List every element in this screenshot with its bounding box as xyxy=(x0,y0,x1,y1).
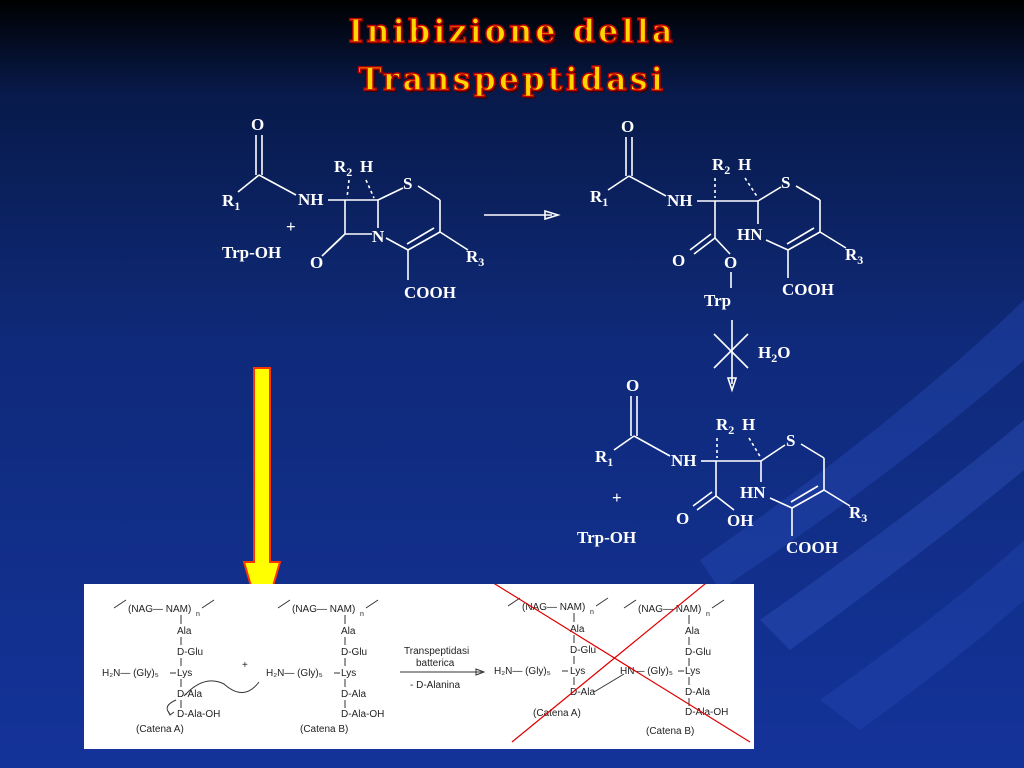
product-a-residue-2: Lys xyxy=(570,666,585,677)
product-r2: R2 xyxy=(716,415,734,437)
intermediate-s: S xyxy=(781,173,790,192)
byproduct-label: - D-Alanina xyxy=(410,680,460,691)
intermediate-trp: Trp xyxy=(704,291,731,310)
water-label: H2O xyxy=(758,343,790,365)
chain-a-label: (Catena A) xyxy=(136,724,184,735)
red-cross-out xyxy=(481,569,751,743)
chain-a-reactant: (NAG— NAM) n Ala D-Glu H₂N— (Gly)₅ Lys D… xyxy=(102,599,220,735)
chain-a-residue-0: Ala xyxy=(177,626,192,637)
chain-b-product: (NAG— NAM) n Ala D-Glu HN— (Gly)₅ Lys D-… xyxy=(620,599,728,737)
product-a-residue-1: D-Glu xyxy=(570,645,596,656)
transpeptidase-arrow: Transpeptidasi batterica - D-Alanina xyxy=(400,646,486,691)
product-r3: R3 xyxy=(849,503,867,525)
attack-curve xyxy=(183,680,260,697)
product-h: H xyxy=(742,415,755,434)
product-cooh: COOH xyxy=(786,538,838,557)
reactant-trp-oh: Trp-OH xyxy=(222,243,281,262)
intermediate-structure: O R1 NH R2 H S HN R3 COOH O O Trp xyxy=(590,117,863,310)
intermediate-hn: HN xyxy=(737,225,763,244)
reactant-n: N xyxy=(372,227,385,246)
chain-a-product: (NAG— NAM) n Ala D-Glu H₂N— (Gly)₅ Lys D… xyxy=(494,597,625,719)
reactant-s: S xyxy=(403,174,412,193)
product-b-residue-3: D-Ala xyxy=(685,687,710,698)
chain-b-residue-2: Lys xyxy=(341,668,356,679)
chain-b-residue-3: D-Ala xyxy=(341,689,366,700)
reactant-cooh: COOH xyxy=(404,283,456,302)
svg-text:n: n xyxy=(590,609,594,616)
intermediate-ester-o1: O xyxy=(672,251,685,270)
product-plus: + xyxy=(612,488,622,507)
intermediate-carbonyl-o: O xyxy=(621,117,634,136)
reactant-r3: R3 xyxy=(466,247,484,269)
product-b-residue-4: D-Ala-OH xyxy=(685,707,728,718)
chain-b-reactant: (NAG— NAM) n Ala D-Glu H₂N— (Gly)₅ Lys D… xyxy=(266,599,384,735)
product-r1: R1 xyxy=(595,447,613,469)
chain-a-residue-4: D-Ala-OH xyxy=(177,709,220,720)
product-b-residue-0: Ala xyxy=(685,626,700,637)
product-a-label: (Catena A) xyxy=(533,708,581,719)
product-a-amine: H₂N— (Gly)₅ xyxy=(494,666,551,677)
chain-a-residue-3: D-Ala xyxy=(177,689,202,700)
product-b-glycan: (NAG— NAM) xyxy=(638,604,701,615)
product-a-residue-0: Ala xyxy=(570,624,585,635)
intermediate-h: H xyxy=(738,155,751,174)
reactant-h: H xyxy=(360,157,373,176)
product-structure: O R1 NH R2 H S HN R3 COOH O OH + Trp-OH xyxy=(577,376,867,557)
reactant-r2: R2 xyxy=(334,157,352,179)
product-s: S xyxy=(786,431,795,450)
product-b-label: (Catena B) xyxy=(646,726,694,737)
chain-a-glycan: (NAG— NAM) xyxy=(128,604,191,615)
intermediate-ester-o2: O xyxy=(724,253,737,272)
slide-title-line2: Transpeptidasi xyxy=(357,59,666,99)
product-carbonyl-o: O xyxy=(626,376,639,395)
chain-b-residue-1: D-Glu xyxy=(341,647,367,658)
reactant-lactam-o: O xyxy=(310,253,323,272)
reactant-nh: NH xyxy=(298,190,324,209)
reactant-carbonyl-o: O xyxy=(251,115,264,134)
product-hn: HN xyxy=(740,483,766,502)
chain-a-residue-2: Lys xyxy=(177,668,192,679)
product-b-residue-1: D-Glu xyxy=(685,647,711,658)
chain-b-residue-4: D-Ala-OH xyxy=(341,709,384,720)
product-nh: NH xyxy=(671,451,697,470)
chain-b-amine: H₂N— (Gly)₅ xyxy=(266,668,323,679)
product-a-residue-3: D-Ala xyxy=(570,687,595,698)
intermediate-cooh: COOH xyxy=(782,280,834,299)
intermediate-r3: R3 xyxy=(845,245,863,267)
chain-a-amine: H₂N— (Gly)₅ xyxy=(102,668,159,679)
reactant-structure: O R1 NH R2 H O N S R3 COOH + Trp-OH xyxy=(222,115,484,302)
svg-text:n: n xyxy=(196,611,200,618)
peptidoglycan-crosslink-panel: (NAG— NAM) n Ala D-Glu H₂N— (Gly)₅ Lys D… xyxy=(84,569,754,749)
product-a-glycan: (NAG— NAM) xyxy=(522,602,585,613)
forward-arrow xyxy=(484,209,561,221)
chain-b-residue-0: Ala xyxy=(341,626,356,637)
svg-text:n: n xyxy=(706,611,710,618)
product-b-residue-2: Lys xyxy=(685,666,700,677)
product-trp-oh: Trp-OH xyxy=(577,528,636,547)
intermediate-r1: R1 xyxy=(590,187,608,209)
slide-title-line1: Inibizione della xyxy=(348,11,676,51)
reactant-r1: R1 xyxy=(222,191,240,213)
chain-b-label: (Catena B) xyxy=(300,724,348,735)
enzyme-label-2: batterica xyxy=(416,658,455,669)
intermediate-r2: R2 xyxy=(712,155,730,177)
chain-a-residue-1: D-Glu xyxy=(177,647,203,658)
svg-text:n: n xyxy=(360,611,364,618)
product-acid-o: O xyxy=(676,509,689,528)
reactant-plus: + xyxy=(286,217,296,236)
intermediate-nh: NH xyxy=(667,191,693,210)
blocked-hydrolysis-arrow: H2O xyxy=(713,320,790,393)
enzyme-label-1: Transpeptidasi xyxy=(404,646,469,657)
chain-b-glycan: (NAG— NAM) xyxy=(292,604,355,615)
product-b-link: HN— (Gly)₅ xyxy=(620,666,673,677)
product-acid-oh: OH xyxy=(727,511,753,530)
plus-sign: + xyxy=(242,660,248,671)
